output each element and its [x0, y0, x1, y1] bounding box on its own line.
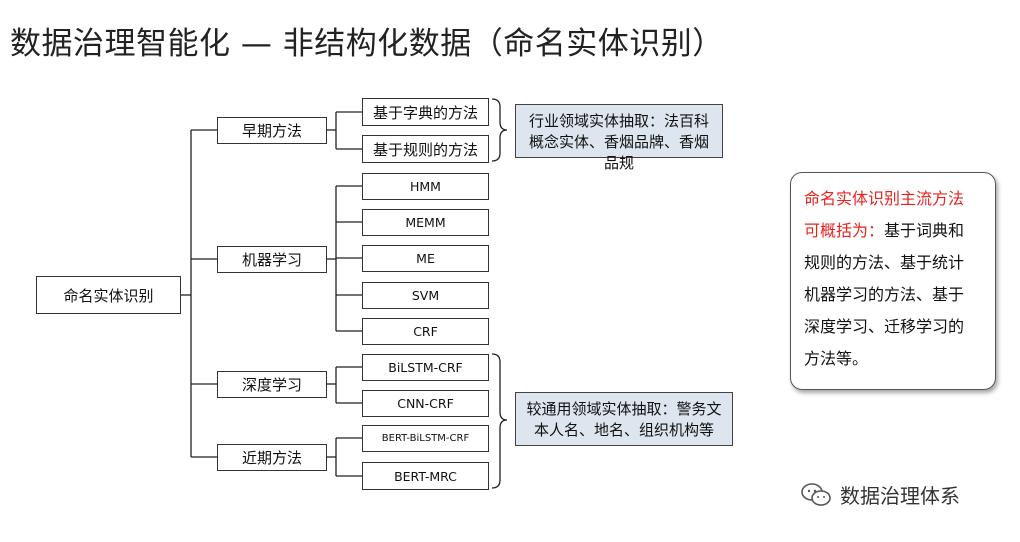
method-bert-mrc: BERT-MRC — [362, 462, 489, 490]
note-general-domain: 较通用领域实体抽取：警务文本人名、地名、组织机构等 — [515, 392, 733, 446]
branch-machine-learning: 机器学习 — [217, 246, 327, 273]
callout-highlight: 命名实体识别主流方法 可概括为： — [804, 189, 981, 240]
summary-callout: 命名实体识别主流方法 可概括为：基于词典和 规则的方法、基于统计 机器学习的方法… — [790, 172, 996, 390]
method-bert-bilstm-crf: BERT-BiLSTM-CRF — [362, 425, 489, 452]
branch-early-methods: 早期方法 — [217, 117, 327, 144]
root-node: 命名实体识别 — [36, 276, 181, 314]
page-title: 数据治理智能化 — 非结构化数据（命名实体识别） — [10, 26, 724, 62]
callout-text: 基于词典和 规则的方法、基于统计 机器学习的方法、基于 深度学习、迁移学习的 方… — [804, 221, 981, 368]
method-crf: CRF — [362, 318, 489, 345]
method-me: ME — [362, 245, 489, 272]
method-bilstm-crf: BiLSTM-CRF — [362, 354, 489, 381]
method-svm: SVM — [362, 282, 489, 309]
branch-deep-learning: 深度学习 — [217, 371, 327, 398]
method-cnn-crf: CNN-CRF — [362, 390, 489, 417]
method-memm: MEMM — [362, 209, 489, 236]
method-hmm: HMM — [362, 173, 489, 200]
note-industry-domain: 行业领域实体抽取：法百科概念实体、香烟品牌、香烟品规 — [515, 104, 723, 172]
branch-recent-methods: 近期方法 — [217, 444, 327, 471]
method-dictionary: 基于字典的方法 — [362, 98, 489, 126]
method-rule: 基于规则的方法 — [362, 135, 489, 163]
wechat-icon — [801, 482, 831, 506]
watermark-text: 数据治理体系 — [840, 484, 960, 508]
watermark: 数据治理体系 — [800, 480, 960, 509]
